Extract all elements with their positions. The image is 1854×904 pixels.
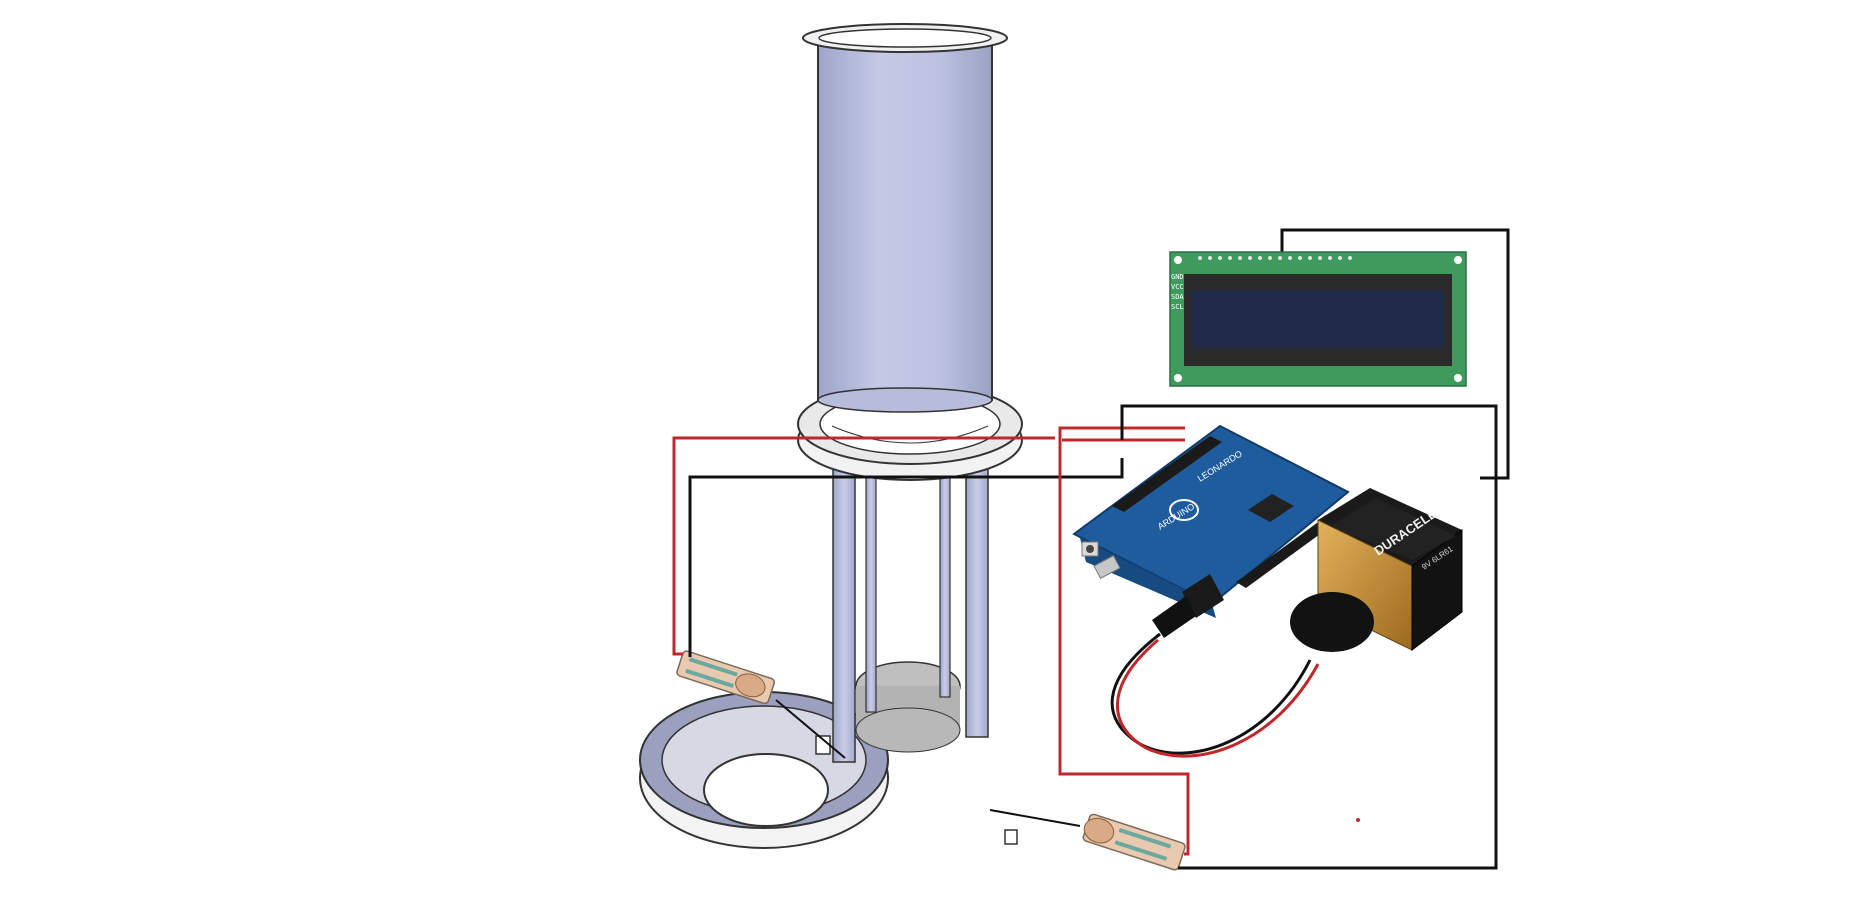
inner-platform [855, 661, 961, 753]
battery-leads [1110, 632, 1320, 758]
lcd-header-pins [1198, 256, 1352, 260]
lcd-screen [1192, 290, 1444, 348]
tube [802, 23, 1008, 413]
wire-red-left-sensor [672, 436, 1055, 656]
lcd-module: GND VCC SDA SCL [1169, 251, 1467, 387]
wire-black-left-sensor [688, 458, 1124, 657]
wire-red-right-sensor [1058, 426, 1190, 856]
stray-dot [1356, 818, 1360, 822]
wires [672, 228, 1510, 870]
wire-black-lcd [1280, 228, 1510, 480]
lcd-pin-scl: SCL [1171, 303, 1184, 311]
wire-black-right-sensor [1120, 404, 1498, 870]
lcd-pin-vcc: VCC [1171, 283, 1184, 291]
battery-snap [1290, 592, 1374, 652]
battery-9v: DURACELL 9V 6LR61 [1290, 488, 1463, 652]
lcd-pin-gnd: GND [1171, 273, 1184, 281]
force-sensor-right [1082, 813, 1186, 871]
arduino-logo-icon [1169, 499, 1199, 521]
base-ring [639, 691, 1018, 849]
lcd-pin-labels: GND VCC SDA SCL [1171, 273, 1184, 311]
tube-assembly [639, 23, 1023, 849]
sensor-contact-lines [775, 699, 1081, 827]
support-posts [832, 461, 989, 763]
arduino-board: ARDUINO LEONARDO [1072, 424, 1350, 638]
force-sensor-left [676, 650, 776, 705]
lcd-pin-sda: SDA [1171, 293, 1184, 301]
